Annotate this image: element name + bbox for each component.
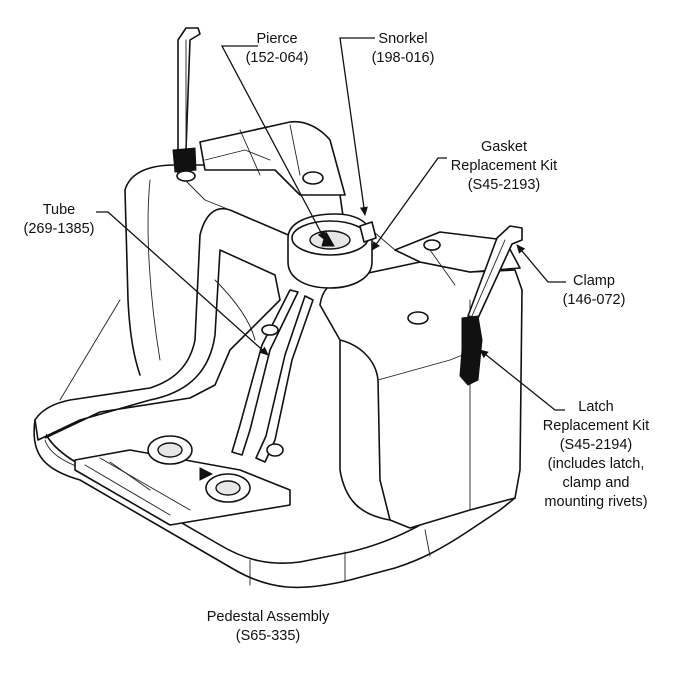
- snorkel-leader: [339, 37, 375, 216]
- gasket-label-line1: Gasket: [481, 139, 527, 155]
- tube-leader: [96, 211, 269, 356]
- pedestal-callout: Pedestal Assembly (S65-335): [188, 608, 348, 646]
- pedestal-part-number: (S65-335): [235, 628, 301, 644]
- latch-leader: [479, 349, 565, 411]
- latch-callout: Latch Replacement Kit (S45-2194) (includ…: [530, 398, 662, 512]
- left-rod: [172, 27, 201, 173]
- pedestal-label: Pedestal Assembly: [206, 609, 330, 625]
- latch-label-line1: Latch: [578, 399, 614, 415]
- pierce-callout: Pierce (152-064): [240, 30, 314, 68]
- gasket-label-line2: Replacement Kit: [450, 158, 558, 174]
- pierce-part-number: (152-064): [245, 50, 309, 66]
- front-tray: [74, 435, 291, 526]
- latch-note-line2: clamp and: [562, 475, 630, 491]
- tube-label: Tube: [42, 202, 76, 218]
- gasket-callout: Gasket Replacement Kit (S45-2193): [442, 138, 566, 195]
- tube-callout: Tube (269-1385): [14, 201, 104, 239]
- latch-label-line2: Replacement Kit: [542, 418, 650, 434]
- clamp-part-number: (146-072): [562, 292, 626, 308]
- latch-note-line1: (includes latch,: [547, 456, 645, 472]
- pierce-housing: [287, 213, 377, 289]
- snorkel-part-number: (198-016): [371, 50, 435, 66]
- tube-part-number: (269-1385): [23, 221, 95, 237]
- right-clamp: [467, 225, 523, 319]
- snorkel-label: Snorkel: [378, 31, 428, 47]
- pierce-leader: [220, 45, 326, 241]
- clamp-leader: [516, 244, 566, 283]
- clamp-label: Clamp: [573, 273, 615, 289]
- pierce-label: Pierce: [256, 31, 298, 47]
- left-tank: [34, 120, 346, 441]
- latch: [459, 315, 483, 386]
- clamp-callout: Clamp (146-072): [556, 272, 632, 310]
- latch-note-line3: mounting rivets): [544, 494, 648, 510]
- gasket-leader: [371, 157, 447, 251]
- gasket-part-number: (S45-2193): [467, 177, 541, 193]
- latch-part-number: (S45-2194): [559, 437, 633, 453]
- snorkel-callout: Snorkel (198-016): [362, 30, 444, 68]
- tube: [231, 289, 314, 463]
